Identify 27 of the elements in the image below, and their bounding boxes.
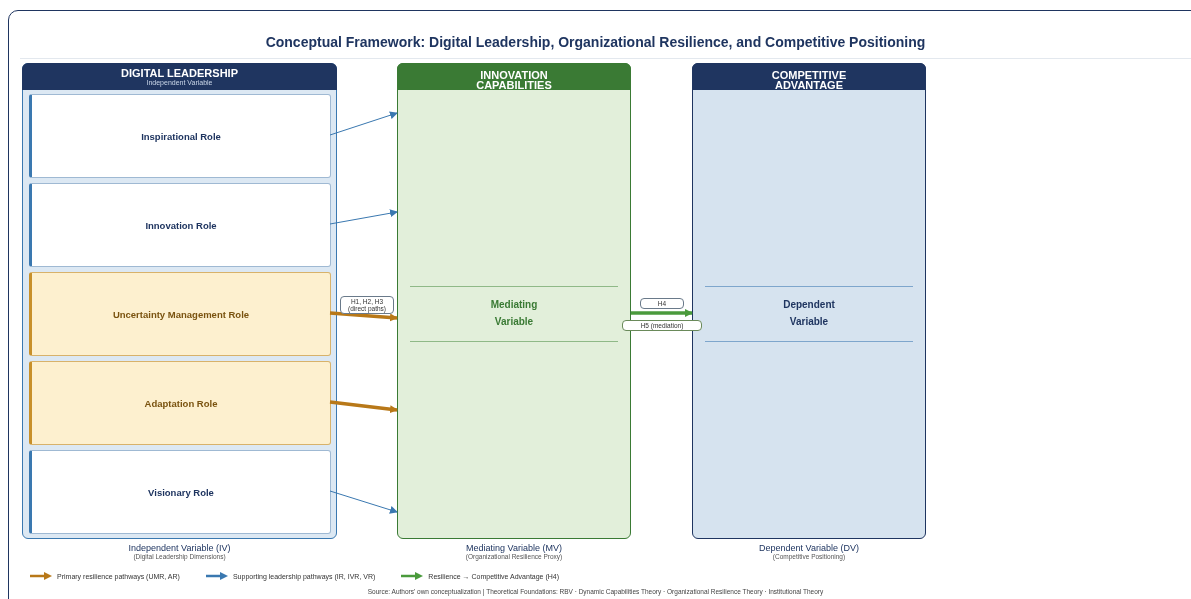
role-box	[29, 183, 331, 267]
arrow	[329, 490, 398, 514]
variable-caption: Independent Variable (IV)	[127, 543, 232, 553]
role-label: Adaptation Role	[144, 397, 218, 409]
variable-panel	[692, 63, 926, 539]
panel-title: INNOVATION CAPABILITIES	[475, 70, 553, 90]
variable-caption: Dependent Variable (DV)	[758, 543, 860, 553]
role-box	[29, 361, 331, 445]
role-box	[29, 94, 331, 178]
arrow	[329, 400, 398, 414]
role-label: Uncertainty Management Role	[112, 308, 250, 320]
arrow	[329, 311, 398, 322]
role-box	[29, 450, 331, 534]
variable-caption: Mediating Variable (MV)	[465, 543, 563, 553]
panel-title: DIGITAL LEADERSHIP	[120, 68, 239, 78]
variable-panel	[397, 63, 631, 539]
role-label: Inspirational Role	[141, 130, 221, 142]
arrow	[329, 111, 398, 136]
role-label: Innovation Role	[145, 219, 217, 231]
panel-title: COMPETITIVE ADVANTAGE	[770, 70, 848, 90]
diagram-title: Conceptual Framework: Digital Leadership, Organizational Resilience, and Competitive Positioning	[264, 34, 927, 50]
role-box	[29, 272, 331, 356]
arrow	[329, 209, 398, 225]
variable-panel	[22, 63, 337, 539]
variable-role-label: Mediating Variable	[489, 298, 539, 329]
role-label: Visionary Role	[148, 486, 214, 498]
variable-role-label: Dependent Variable	[782, 298, 836, 329]
